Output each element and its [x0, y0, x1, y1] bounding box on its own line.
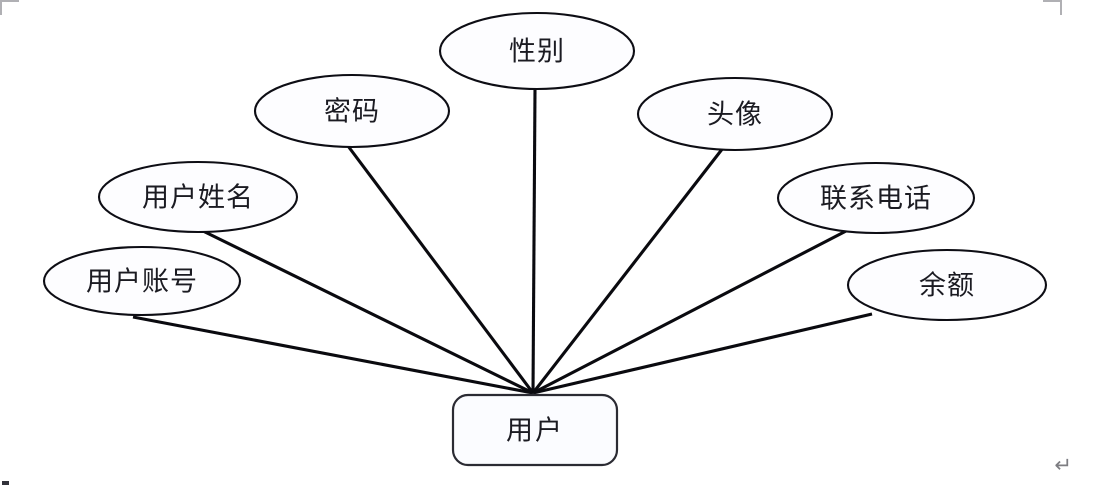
connector-line	[532, 228, 849, 395]
attribute-ellipse	[42, 245, 242, 317]
connector-line	[531, 147, 725, 394]
attribute-node[interactable]: 头像	[636, 76, 834, 152]
attribute-node[interactable]: 密码	[253, 73, 451, 149]
connector-line	[132, 315, 534, 395]
attribute-label: 用户账号	[86, 267, 198, 298]
entity-node[interactable]: 用户	[451, 393, 619, 467]
attribute-label: 密码	[324, 97, 380, 128]
attribute-ellipse	[97, 160, 299, 234]
paragraph-mark-icon: ↵	[1054, 453, 1072, 477]
attribute-node[interactable]: 用户姓名	[97, 160, 299, 234]
entity-rectangle	[451, 393, 619, 467]
attribute-label: 用户姓名	[142, 183, 254, 214]
attribute-node[interactable]: 联系电话	[776, 161, 976, 235]
attribute-ellipse	[253, 73, 451, 149]
entity-label: 用户	[506, 416, 564, 447]
connector-line	[532, 312, 873, 395]
attribute-ellipse	[438, 11, 636, 91]
page-margin-corner-top-right	[1043, 0, 1062, 15]
attribute-label: 联系电话	[820, 184, 932, 215]
attribute-label: 头像	[707, 100, 763, 131]
attribute-node[interactable]: 用户账号	[42, 245, 242, 317]
attribute-node[interactable]: 性别	[438, 11, 636, 91]
attribute-label: 余额	[919, 271, 975, 302]
page-corner-dot-bottom-left	[2, 481, 9, 485]
entity-node-group: 用户	[451, 393, 619, 467]
connector-line	[346, 145, 535, 394]
attribute-ellipse	[636, 76, 834, 152]
attribute-node[interactable]: 余额	[846, 248, 1048, 322]
page-margin-corner-top-left	[0, 0, 19, 15]
connector-line	[202, 229, 534, 395]
attribute-label: 性别	[509, 37, 565, 68]
attribute-ellipse	[776, 161, 976, 235]
attribute-ellipse	[846, 248, 1048, 322]
connector-lines-group	[132, 88, 873, 395]
connector-line	[531, 88, 537, 394]
